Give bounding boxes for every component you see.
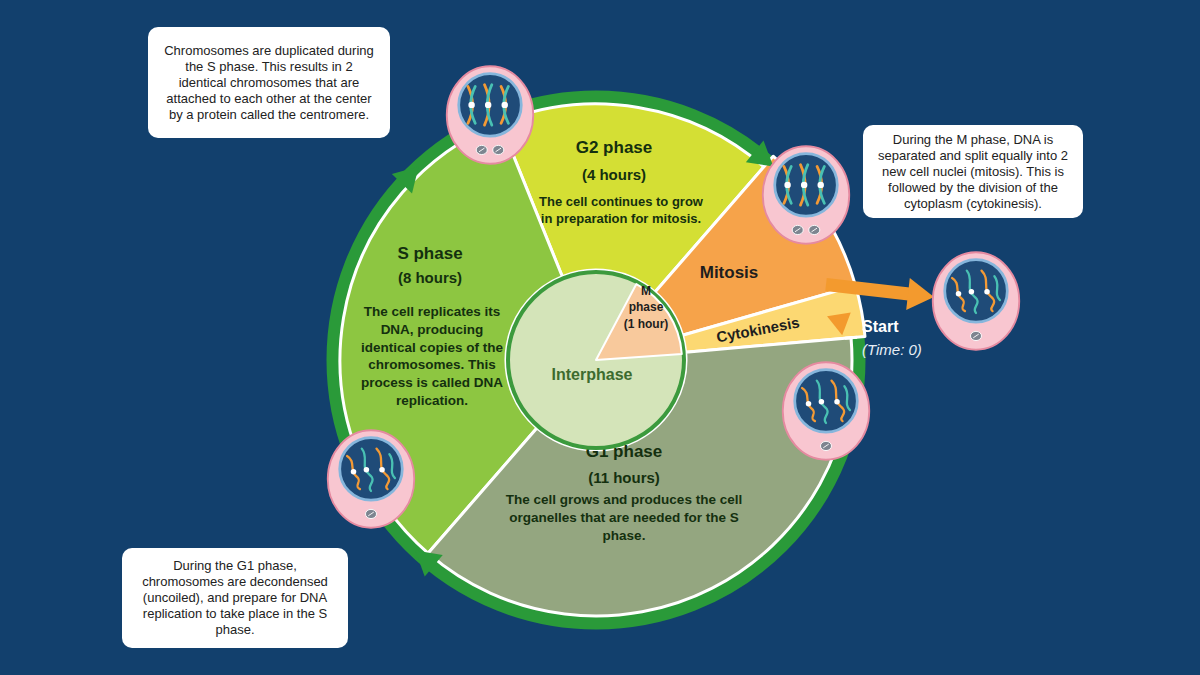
phase-name: G2 phase xyxy=(529,137,699,159)
phase-duration: (8 hours) xyxy=(345,268,515,288)
cell-illustration xyxy=(447,66,533,164)
cell-illustration xyxy=(763,146,849,244)
phase-name: S phase xyxy=(345,243,515,265)
callout-box: During the M phase, DNA is separated and… xyxy=(863,125,1083,218)
phase-duration: (11 hours) xyxy=(524,468,724,488)
phase-sector-outline xyxy=(428,338,852,616)
phase-description: The cell continues to grow in preparatio… xyxy=(532,193,710,227)
interphase-circle: M phase(1 hour)Interphase xyxy=(506,270,686,450)
ring-arrowhead xyxy=(406,540,442,577)
stage-name: Mitosis xyxy=(674,262,784,284)
callout-text: During the G1 phase, chromosomes are dec… xyxy=(122,548,348,648)
cell-illustration xyxy=(933,252,1019,350)
phase-description: The cell grows and produces the cell org… xyxy=(488,491,760,545)
mphase-sector-shape xyxy=(506,270,686,450)
phase-description: The cell replicates its DNA, producing i… xyxy=(352,303,512,410)
cycle-ring xyxy=(334,98,858,622)
callout-text: During the M phase, DNA is separated and… xyxy=(863,125,1083,218)
phase-duration: (1 hour) xyxy=(614,316,678,332)
division-arrow-shaft xyxy=(826,285,909,295)
cell-illustration xyxy=(328,430,414,528)
interphase-circle-outline xyxy=(508,272,684,448)
callout-text: Chromosomes are duplicated during the S … xyxy=(148,27,390,138)
phase-duration: (4 hours) xyxy=(529,165,699,185)
callout-box: Chromosomes are duplicated during the S … xyxy=(148,27,390,138)
phase-name: M phase xyxy=(626,283,666,315)
time-label: (Time: 0) xyxy=(862,341,922,358)
start-label: Start xyxy=(862,318,898,336)
cycle-arrowhead xyxy=(827,313,854,337)
ring-arrowhead xyxy=(392,157,429,194)
callout-box: During the G1 phase, chromosomes are dec… xyxy=(122,548,348,648)
cell-illustration xyxy=(783,362,869,460)
division-arrowhead xyxy=(906,278,934,310)
interphase-name: Interphase xyxy=(527,364,657,385)
mphase-sector: M phase(1 hour) xyxy=(506,270,686,450)
start-tick xyxy=(845,337,857,338)
